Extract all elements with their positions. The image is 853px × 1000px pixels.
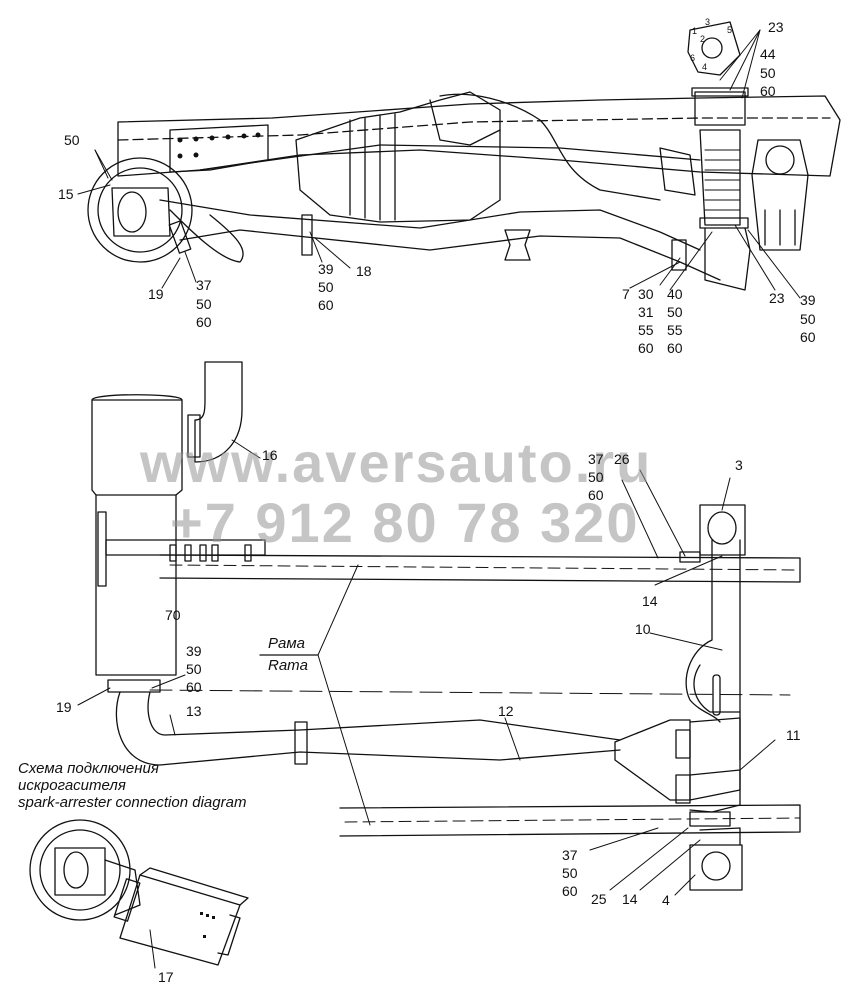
flange-4 <box>689 844 743 891</box>
flange-hole-number: 2 <box>700 34 706 44</box>
callout-label: 39 <box>800 292 816 308</box>
callout-label: 17 <box>158 969 174 985</box>
pipe-10 <box>685 539 741 761</box>
callout-label: 50 <box>64 132 80 148</box>
watermark-site: www.aversauto.ru <box>140 431 653 494</box>
scheme-caption-line2: искрогасителя <box>18 777 126 794</box>
silencer-mount-bolts <box>169 544 252 562</box>
flex-pipe-corrugation <box>704 149 741 211</box>
flange-hole-number: 3 <box>705 17 711 27</box>
frame-caption-en: Rama <box>268 657 309 674</box>
spark-arrester-scheme <box>29 819 249 969</box>
callout-label: 40 <box>667 286 683 302</box>
callout-label: 60 <box>562 883 578 899</box>
callout-label: 19 <box>56 699 72 715</box>
callout-label: 60 <box>186 679 202 695</box>
flange-hole-number: 4 <box>702 62 708 72</box>
leader-lines-lower <box>77 439 776 896</box>
mounting-bracket-left <box>169 124 269 173</box>
spring-bracket-right <box>751 139 809 251</box>
upper-flange <box>687 21 741 76</box>
flange-hole-number: 5 <box>727 25 733 35</box>
callout-label: 60 <box>638 340 654 356</box>
callout-label: 37 <box>588 451 604 467</box>
callout-label: 10 <box>635 621 651 637</box>
lower-assembly-view <box>77 361 801 896</box>
callout-label: 55 <box>667 322 683 338</box>
callout-label: 60 <box>196 314 212 330</box>
callout-label: 70 <box>165 607 181 623</box>
spark-arrester-silencer-end <box>29 819 131 921</box>
callout-label: 14 <box>642 593 658 609</box>
watermark-phone: +7 912 80 78 320 <box>170 491 640 554</box>
callout-label: 50 <box>588 469 604 485</box>
callout-label: 12 <box>498 703 514 719</box>
frame-rail-a <box>159 554 801 583</box>
callout-label: 23 <box>769 290 785 306</box>
callout-label: 60 <box>667 340 683 356</box>
callout-label: 39 <box>318 261 334 277</box>
callout-label: 25 <box>591 891 607 907</box>
callout-label: 3 <box>735 457 743 473</box>
callout-label: 50 <box>760 65 776 81</box>
callout-label: 26 <box>614 451 630 467</box>
callout-label: 50 <box>800 311 816 327</box>
callout-label: 60 <box>588 487 604 503</box>
frame-caption-ru: Рама <box>268 635 305 652</box>
callout-label: 31 <box>638 304 654 320</box>
callout-label: 60 <box>760 83 776 99</box>
flange-3 <box>699 504 746 556</box>
callout-label: 15 <box>58 186 74 202</box>
callout-label: 18 <box>356 263 372 279</box>
scheme-caption-line3: spark-arrester connection diagram <box>18 794 247 811</box>
callout-label: 37 <box>196 277 212 293</box>
clamp-piece <box>504 229 531 261</box>
callout-label: 19 <box>148 286 164 302</box>
callout-label: 23 <box>768 19 784 35</box>
callout-label: 39 <box>186 643 202 659</box>
callout-label: 60 <box>318 297 334 313</box>
flange-hole-number: 1 <box>692 26 698 36</box>
flange-hole-number: 6 <box>690 53 696 63</box>
outlet-elbow <box>194 361 243 463</box>
flex-pipe-right <box>699 129 741 226</box>
spark-arrester-body <box>119 874 241 966</box>
callout-label: 4 <box>662 892 670 908</box>
transmission-housing <box>295 91 501 223</box>
callout-label: 16 <box>262 447 278 463</box>
pipe-13 <box>115 691 621 766</box>
callout-label: 50 <box>196 296 212 312</box>
callout-label: 14 <box>622 891 638 907</box>
callout-label: 50 <box>318 279 334 295</box>
callout-label: 60 <box>800 329 816 345</box>
silencer-end-left <box>87 157 193 263</box>
callout-label: 11 <box>786 727 801 743</box>
leader-lines-upper <box>77 29 801 299</box>
callout-label: 30 <box>638 286 654 302</box>
vertical-silencer <box>91 399 183 676</box>
callout-label: 44 <box>760 46 776 62</box>
callout-label: 37 <box>562 847 578 863</box>
callout-label: 50 <box>562 865 578 881</box>
y-junction <box>614 719 691 801</box>
callout-label: 50 <box>667 304 683 320</box>
callout-label: 13 <box>186 703 202 719</box>
upper-assembly-view <box>77 21 841 299</box>
exhaust-pipe-lower <box>159 199 701 251</box>
callout-label: 50 <box>186 661 202 677</box>
callout-label: 7 <box>622 286 630 302</box>
bracket-bolts <box>177 132 261 159</box>
callout-label: 55 <box>638 322 654 338</box>
scheme-caption-line1: Схема подключения <box>18 760 159 777</box>
